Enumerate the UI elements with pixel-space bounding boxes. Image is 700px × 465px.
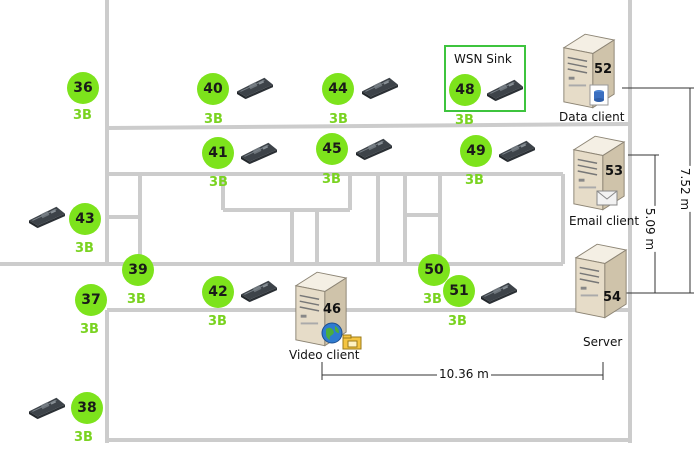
node-tag: 3B — [455, 113, 474, 128]
database-icon — [589, 84, 609, 106]
server-id: 46 — [323, 302, 342, 317]
server-id: 52 — [594, 62, 613, 77]
sensor-node[interactable]: 39 — [122, 254, 154, 286]
sensor-node[interactable]: 41 — [202, 137, 234, 169]
node-tag: 3B — [80, 322, 99, 337]
node-tag: 3B — [209, 175, 228, 190]
sensor-board-icon — [480, 282, 518, 305]
sensor-board-icon — [361, 77, 399, 100]
sensor-board-icon — [28, 206, 66, 229]
node-tag: 3B — [329, 112, 348, 127]
sensor-node[interactable]: 45 — [316, 133, 348, 165]
sensor-node[interactable]: 51 — [443, 275, 475, 307]
sensor-node[interactable]: 48 — [449, 74, 481, 106]
folder-icon — [342, 334, 362, 350]
server-caption: Server — [583, 335, 623, 349]
server-caption: Email client — [569, 214, 640, 228]
dimension-label-vertical-long: 7.52 m — [678, 165, 693, 213]
sensor-board-icon — [236, 77, 274, 100]
sensor-node[interactable]: 42 — [202, 276, 234, 308]
globe-icon — [321, 322, 343, 344]
sensor-node[interactable]: 44 — [322, 73, 354, 105]
dimension-label-vertical-short: 5.09 m — [643, 205, 658, 253]
wsn-sink-box[interactable] — [444, 45, 526, 112]
server-tower-icon[interactable] — [572, 236, 630, 322]
sensor-board-icon — [240, 280, 278, 303]
sensor-board-icon — [498, 140, 536, 163]
sensor-node[interactable]: 40 — [197, 73, 229, 105]
sensor-node[interactable]: 50 — [418, 254, 450, 286]
sensor-board-icon — [355, 138, 393, 161]
node-tag: 3B — [127, 292, 146, 307]
wall — [106, 122, 631, 130]
node-tag: 3B — [423, 292, 442, 307]
node-tag: 3B — [465, 173, 484, 188]
node-tag: 3B — [322, 172, 341, 187]
node-tag: 3B — [208, 314, 227, 329]
server-id: 53 — [605, 164, 624, 179]
envelope-icon — [596, 190, 618, 206]
sensor-board-icon — [28, 397, 66, 420]
dimension-label-horizontal: 10.36 m — [437, 367, 491, 381]
node-tag: 3B — [448, 314, 467, 329]
node-tag: 3B — [74, 430, 93, 445]
wsn-sink-label: WSN Sink — [454, 52, 512, 66]
sensor-node[interactable]: 43 — [69, 203, 101, 235]
node-tag: 3B — [73, 108, 92, 123]
sensor-node[interactable]: 36 — [67, 72, 99, 104]
sensor-node[interactable]: 49 — [460, 135, 492, 167]
server-id: 54 — [603, 290, 622, 305]
node-tag: 3B — [204, 112, 223, 127]
server-caption: Data client — [559, 110, 625, 124]
node-tag: 3B — [75, 241, 94, 256]
sensor-board-icon — [240, 142, 278, 165]
server-caption: Video client — [289, 348, 360, 362]
sensor-node[interactable]: 38 — [71, 392, 103, 424]
sensor-node[interactable]: 37 — [75, 284, 107, 316]
